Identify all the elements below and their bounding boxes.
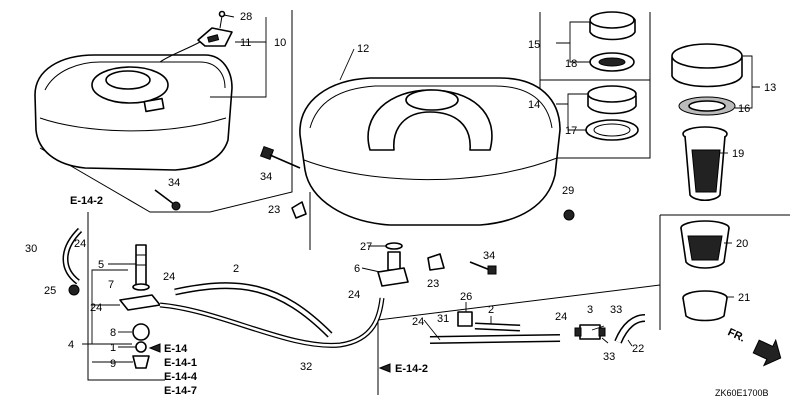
fuel-cap-14: [585, 85, 639, 141]
part-label: 24: [555, 311, 567, 323]
part-label: 24: [348, 289, 360, 301]
ref-e14-2-top: E-14-2: [70, 195, 103, 207]
fuel-filter-3: [574, 324, 606, 340]
strainer-19: [682, 126, 728, 202]
part-label: 13: [764, 82, 776, 94]
ref-e14-7: E-14-7: [164, 385, 197, 397]
front-label: FR.: [726, 326, 747, 344]
part-label: 11: [240, 37, 251, 49]
part-label: 29: [562, 185, 574, 197]
ref-e14-2-bottom: E-14-2: [395, 363, 428, 375]
leader-lines: [82, 14, 760, 363]
part-labels: 28 11 10 12 15 18 14 17 13 16 19 20 21 3…: [25, 11, 776, 373]
fuel-tube-31: [429, 334, 561, 344]
filler-cap-13: [671, 43, 743, 116]
part-label: 32: [300, 361, 312, 373]
ref-e14: E-14: [164, 343, 188, 355]
part-label: 10: [274, 37, 286, 49]
part-label: 16: [738, 103, 750, 115]
fuel-cap-15: [589, 11, 636, 72]
reference-labels: E-14-2 E-14 E-14-1 E-14-4 E-14-7 E-14-2: [70, 195, 428, 397]
small-fuel-tank: [34, 54, 233, 171]
part-label: 28: [240, 11, 252, 23]
fuel-valve-center: [377, 242, 409, 287]
part-label: 30: [25, 243, 37, 255]
part-label: 26: [460, 291, 472, 303]
strainer-20: [680, 220, 730, 269]
part-label: 18: [565, 58, 577, 70]
part-label: 15: [528, 39, 540, 51]
arrow-icon: [378, 363, 391, 373]
part-label: 21: [738, 292, 750, 304]
part-label: 4: [68, 339, 74, 351]
part-label: 1: [110, 342, 116, 354]
part-label: 24: [74, 238, 86, 250]
part-label: 2: [233, 263, 239, 275]
fuel-gauge-assembly: [159, 10, 233, 63]
nut-25: [68, 284, 80, 296]
diagram-code: ZK60E1700B: [715, 388, 769, 398]
part-label: 19: [732, 148, 744, 160]
part-label: 2: [488, 304, 494, 316]
part-label: 23: [427, 278, 439, 290]
fuel-tube-30: [62, 227, 83, 285]
large-fuel-tank: [299, 77, 561, 226]
arrow-icon: [148, 343, 161, 353]
part-label: 34: [260, 171, 272, 183]
part-label: 6: [354, 263, 360, 275]
part-label: 24: [90, 302, 102, 314]
bolt-34-center: [259, 145, 301, 169]
part-label: 24: [163, 271, 175, 283]
part-label: 22: [632, 343, 644, 355]
part-label: 12: [357, 43, 369, 55]
front-direction-indicator: FR.: [726, 326, 782, 367]
strainer-ring-21: [682, 290, 728, 322]
clip-23-right: [427, 253, 445, 271]
ref-e14-4: E-14-4: [164, 371, 198, 383]
ref-e14-1: E-14-1: [164, 357, 197, 369]
part-label: 33: [603, 351, 615, 363]
part-label: 8: [110, 327, 116, 339]
part-label: 3: [587, 304, 593, 316]
part-label: 5: [98, 259, 104, 271]
front-arrow-icon: [752, 338, 782, 367]
fuel-tube-22: [614, 314, 646, 344]
part-label: 34: [168, 177, 180, 189]
fuel-tube-2b: [474, 322, 521, 332]
part-label: 33: [610, 304, 622, 316]
nut-29: [563, 209, 575, 221]
part-label: 17: [565, 125, 577, 137]
bolt-34-left: [154, 189, 181, 211]
part-label: 31: [437, 313, 449, 325]
clip-23-left: [291, 201, 307, 219]
bolt-34-right: [469, 261, 497, 275]
fuel-tube-2: [174, 282, 333, 338]
part-label: 27: [360, 241, 372, 253]
fuel-tube-32: [159, 297, 385, 348]
part-label: 9: [110, 358, 116, 370]
part-label: 34: [483, 250, 495, 262]
joint-26: [457, 311, 473, 327]
part-label: 23: [268, 204, 280, 216]
part-label: 25: [44, 285, 56, 297]
part-label: 7: [108, 279, 114, 291]
part-label: 20: [736, 238, 748, 250]
part-label: 24: [412, 316, 424, 328]
part-label: 14: [528, 99, 540, 111]
